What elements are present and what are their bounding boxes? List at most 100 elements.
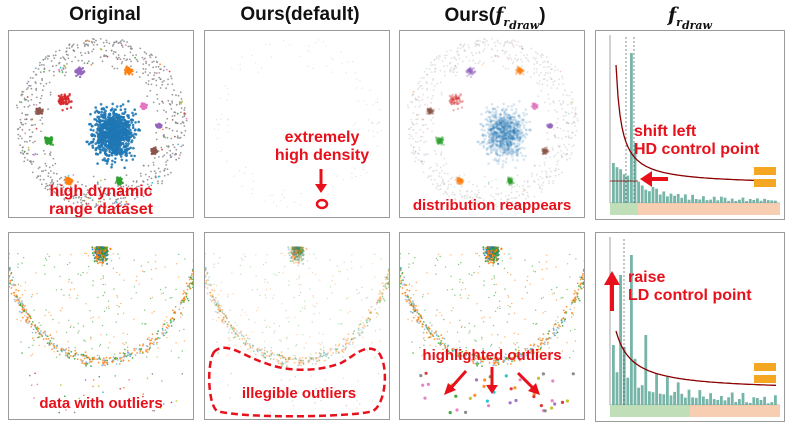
scatter-point bbox=[493, 134, 496, 138]
scatter-point bbox=[91, 199, 94, 202]
scatter-point bbox=[63, 65, 66, 68]
scatter-point bbox=[376, 145, 378, 147]
scatter-point bbox=[428, 111, 432, 114]
scatter-point bbox=[59, 66, 62, 69]
scatter-point bbox=[461, 181, 464, 184]
scatter-point bbox=[129, 128, 132, 132]
scatter-point bbox=[468, 67, 471, 70]
scatter-point bbox=[440, 141, 443, 145]
scatter-point bbox=[517, 129, 520, 133]
scatter-point bbox=[554, 109, 556, 112]
scatter-point bbox=[492, 128, 495, 131]
scatter-point bbox=[499, 42, 502, 45]
scatter-point bbox=[513, 118, 516, 121]
scatter-point bbox=[452, 101, 456, 104]
scatter-point bbox=[447, 183, 450, 186]
scatter-point bbox=[64, 352, 67, 354]
scatter-point bbox=[111, 102, 114, 106]
scatter-point bbox=[120, 185, 123, 188]
scatter-point bbox=[521, 118, 525, 121]
scatter-point bbox=[26, 113, 29, 116]
scatter-point bbox=[94, 148, 98, 152]
scatter-point bbox=[413, 153, 416, 155]
scatter-point bbox=[499, 112, 503, 116]
scatter-point bbox=[548, 175, 551, 178]
scatter-point bbox=[490, 131, 494, 135]
scatter-point bbox=[499, 127, 502, 131]
scatter-point bbox=[46, 57, 49, 60]
scatter-point bbox=[544, 152, 547, 155]
scatter-point bbox=[50, 170, 52, 172]
scatter-point bbox=[540, 89, 543, 92]
scatter-point bbox=[114, 124, 118, 127]
scatter-point bbox=[571, 111, 573, 114]
scatter-point bbox=[518, 72, 521, 75]
scatter-point bbox=[571, 101, 574, 104]
scatter-point bbox=[501, 154, 505, 157]
scatter-point bbox=[105, 162, 109, 165]
scatter-point bbox=[509, 144, 513, 147]
scatter-point bbox=[74, 354, 77, 357]
scatter-point bbox=[164, 167, 166, 170]
scatter-point bbox=[507, 58, 510, 60]
scatter-point bbox=[428, 109, 431, 112]
scatter-point bbox=[507, 145, 510, 149]
scatter-point bbox=[483, 175, 486, 178]
scatter-point bbox=[500, 192, 503, 195]
scatter-point bbox=[441, 136, 445, 139]
scatter-point bbox=[565, 135, 567, 138]
scatter-point bbox=[571, 98, 574, 100]
scatter-point bbox=[541, 148, 544, 151]
scatter-point bbox=[457, 63, 459, 65]
scatter-point bbox=[484, 185, 486, 188]
scatter-point bbox=[431, 112, 434, 115]
scatter-point bbox=[42, 170, 45, 172]
histogram-bar bbox=[702, 196, 705, 203]
scatter-point bbox=[100, 110, 103, 114]
scatter-point bbox=[546, 72, 549, 74]
scatter-point bbox=[166, 117, 169, 120]
scatter-point bbox=[520, 118, 524, 122]
scatter-point bbox=[419, 139, 422, 142]
annotation-distribution-reappears: distribution reappears bbox=[412, 197, 572, 214]
scatter-point bbox=[478, 52, 481, 55]
scatter-point bbox=[499, 124, 502, 127]
scatter-point bbox=[123, 40, 125, 43]
scatter-point bbox=[493, 139, 497, 143]
scatter-point bbox=[494, 54, 497, 56]
scatter-point bbox=[510, 121, 513, 124]
scatter-point bbox=[562, 93, 565, 96]
scatter-point bbox=[508, 129, 511, 133]
scatter-point bbox=[543, 149, 547, 153]
scatter-point bbox=[511, 135, 515, 138]
scatter-point bbox=[478, 43, 480, 46]
scatter-point bbox=[455, 98, 458, 101]
scatter-point bbox=[500, 143, 503, 146]
scatter-point bbox=[104, 147, 107, 151]
scatter-point bbox=[569, 103, 572, 105]
scatter-point bbox=[107, 113, 111, 117]
scatter-point bbox=[176, 136, 179, 139]
scatter-point bbox=[176, 130, 178, 132]
scatter-point bbox=[468, 70, 471, 73]
scatter-point bbox=[21, 137, 23, 140]
scatter-point bbox=[521, 47, 523, 50]
scatter-point bbox=[570, 152, 573, 154]
scatter-point bbox=[372, 130, 374, 132]
scatter-point bbox=[500, 120, 504, 123]
scatter-point bbox=[500, 120, 504, 124]
scatter-point bbox=[498, 134, 502, 138]
scatter-point bbox=[457, 178, 460, 181]
scatter-point bbox=[505, 148, 509, 152]
scatter-point bbox=[506, 149, 509, 153]
scatter-point bbox=[532, 102, 536, 106]
scatter-point bbox=[493, 116, 496, 120]
scatter-point bbox=[116, 67, 119, 70]
scatter-point bbox=[76, 73, 80, 76]
scatter-point bbox=[95, 259, 98, 262]
scatter-point bbox=[453, 186, 456, 188]
scatter-point bbox=[506, 176, 509, 179]
scatter-point bbox=[487, 181, 490, 184]
scatter-point bbox=[491, 113, 494, 117]
scatter-point bbox=[496, 131, 499, 135]
